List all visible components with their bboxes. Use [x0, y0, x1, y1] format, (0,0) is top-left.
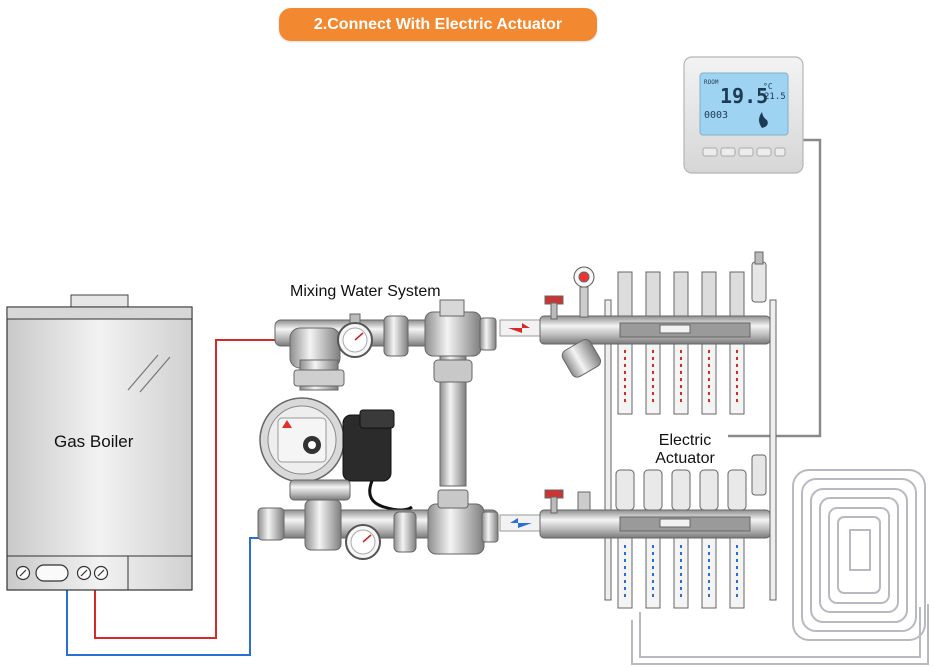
gas-boiler-label: Gas Boiler — [54, 432, 134, 451]
mixing-water-system — [257, 299, 499, 560]
page-title: 2.Connect With Electric Actuator — [279, 8, 597, 41]
gas-boiler — [6, 294, 193, 591]
boiler-control-panel — [15, 564, 109, 582]
electric-actuator-label-line2: Actuator — [648, 450, 722, 468]
flow-meters — [617, 343, 745, 415]
electric-actuators — [615, 454, 767, 511]
floor-heating-coil — [631, 469, 929, 665]
thermostat-unit: °C — [763, 82, 773, 91]
thermostat-clock: 0003 — [704, 110, 729, 121]
thermostat-buttons — [702, 147, 786, 157]
circulation-pump — [259, 397, 413, 512]
thermostat-set-temp: 21.5 — [764, 92, 786, 102]
return-thermometer — [345, 524, 381, 560]
thermostat-room-temp: 19.5 — [720, 84, 769, 108]
electric-actuator-label-line1: Electric — [648, 432, 722, 450]
manifold — [539, 251, 777, 609]
supply-pipe — [94, 339, 276, 639]
return-outlets — [617, 537, 745, 609]
flow-direction-arrows — [499, 319, 541, 532]
supply-thermometer — [337, 313, 373, 358]
mixing-water-system-label: Mixing Water System — [290, 283, 441, 300]
flame-icon — [759, 112, 768, 128]
thermostat-room-label: ROOM — [704, 79, 719, 86]
room-thermostat — [683, 56, 804, 174]
electric-actuator-label: Electric Actuator — [648, 432, 722, 468]
manifold-top-valves — [617, 271, 745, 317]
